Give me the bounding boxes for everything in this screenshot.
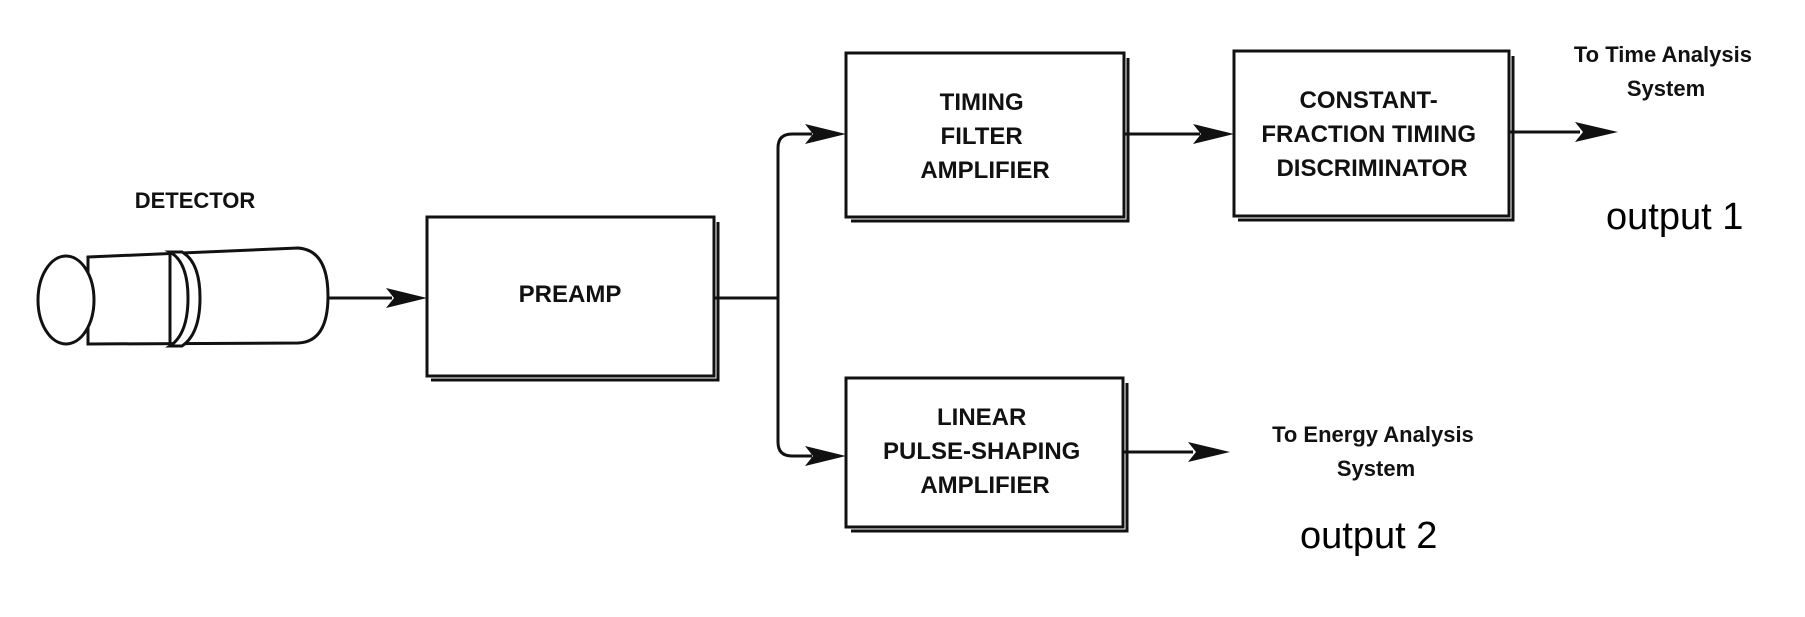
linear-pulse-shaping-amplifier-block: LINEAR PULSE-SHAPING AMPLIFIER <box>844 376 1129 533</box>
lpsa-line-1: LINEAR <box>937 404 1026 431</box>
svg-text:CONSTANT- FRACTION TIMIN: CONSTANT- FRACTION TIMING DISCRIMINATOR <box>1261 87 1482 182</box>
cfd-line-3: DISCRIMINATOR <box>1276 155 1467 182</box>
detector-icon <box>36 246 330 348</box>
constant-fraction-discriminator-block: CONSTANT- FRACTION TIMING DISCRIMINATOR <box>1232 49 1515 222</box>
tfa-line-2: FILTER <box>941 123 1023 150</box>
preamp-block: PREAMP <box>425 215 720 382</box>
time-analysis-label: To Time Analysis System <box>1574 42 1758 101</box>
preamp-label: PREAMP <box>519 281 622 308</box>
svg-text:LINEAR PULSE-SHAPING: LINEAR PULSE-SHAPING AMPLIFIER <box>883 404 1087 499</box>
wire-preamp-split <box>714 124 846 466</box>
wire-tfa-to-cfd <box>1124 124 1234 144</box>
timing-filter-amplifier-block: TIMING FILTER AMPLIFIER <box>844 51 1130 223</box>
wire-detector-to-preamp <box>328 288 427 308</box>
tfa-line-1: TIMING <box>940 89 1024 116</box>
output-2-label: output 2 <box>1300 515 1437 557</box>
tfa-line-3: AMPLIFIER <box>920 157 1049 184</box>
cfd-line-1: CONSTANT- <box>1300 87 1438 114</box>
svg-text:TIMING FILTER AMPL: TIMING FILTER AMPLIFIER <box>920 89 1049 184</box>
cfd-line-2: FRACTION TIMING <box>1261 121 1476 148</box>
output-1-label: output 1 <box>1606 196 1743 238</box>
lpsa-line-3: AMPLIFIER <box>920 472 1049 499</box>
energy-analysis-label: To Energy Analysis System <box>1272 422 1480 481</box>
lpsa-line-2: PULSE-SHAPING <box>883 438 1080 465</box>
wire-lpsa-to-energy-output <box>1123 442 1230 462</box>
detector-label: DETECTOR <box>135 188 256 213</box>
wire-cfd-to-time-output <box>1509 122 1618 142</box>
